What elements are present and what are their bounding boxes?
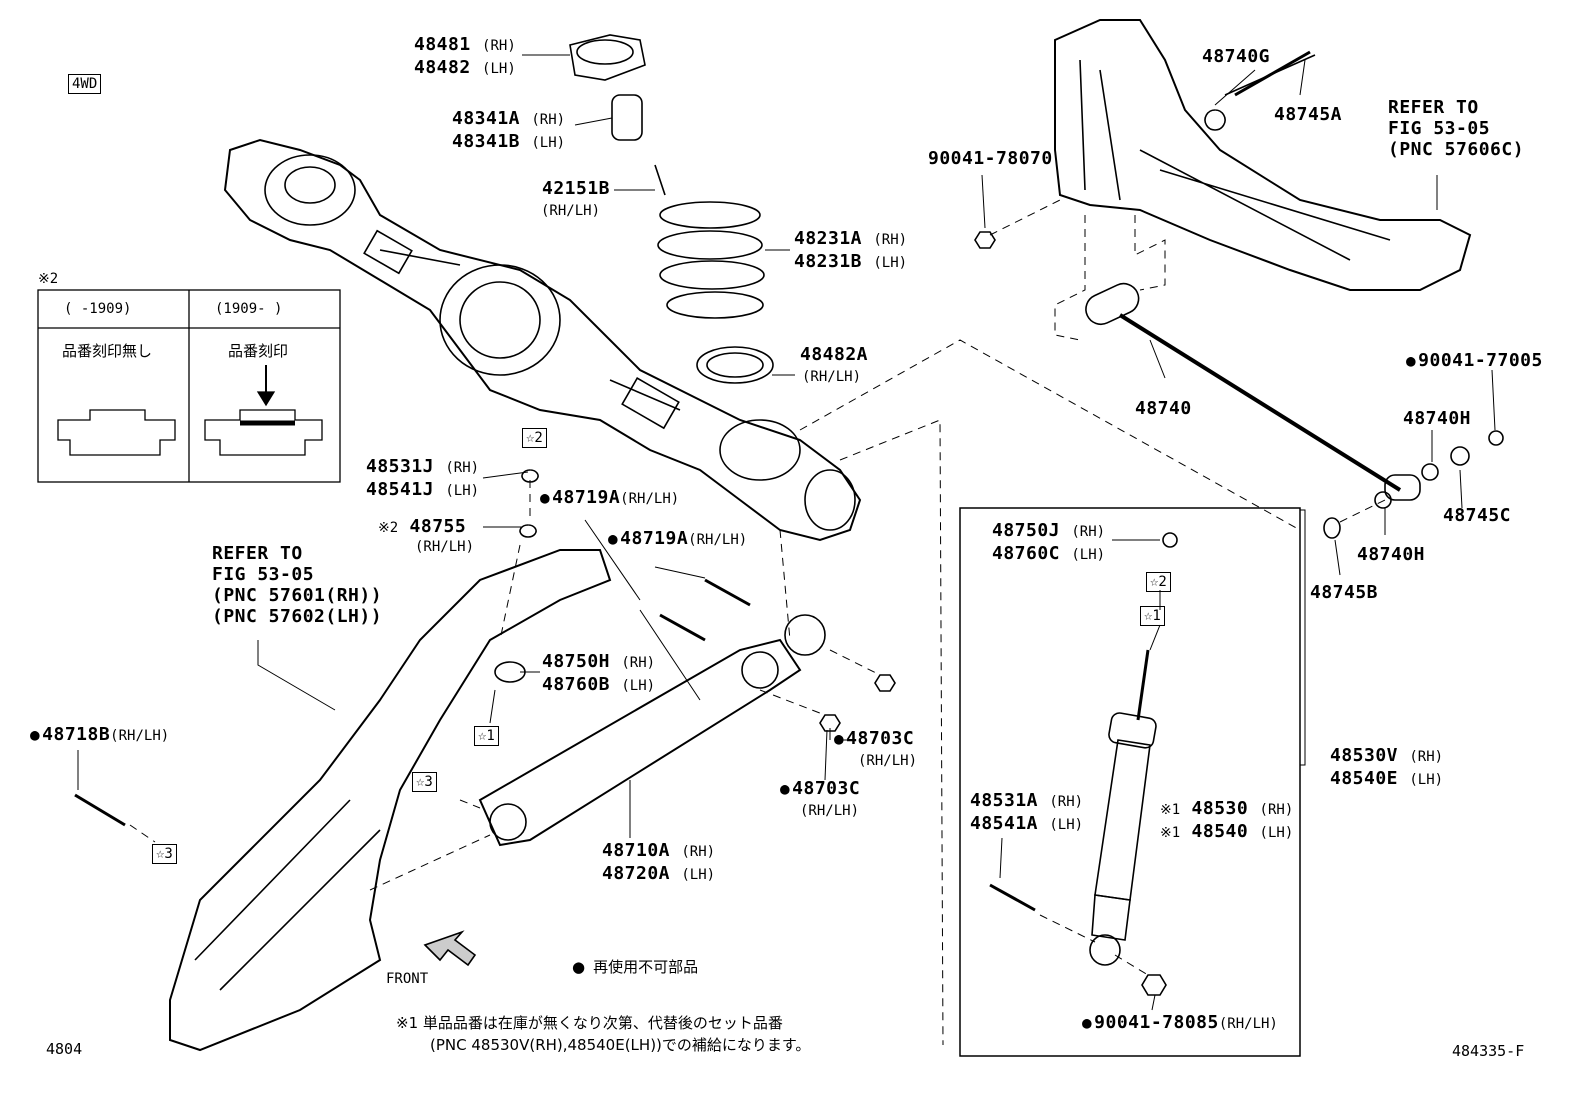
fasteners bbox=[74, 50, 1311, 827]
part-label: 48341A (RH)48341B (LH) bbox=[452, 108, 566, 152]
lower-control-arm bbox=[478, 614, 826, 847]
note2-col1-text: 品番刻印無し bbox=[62, 342, 153, 360]
part-label: 48750J (RH)48760C (LH) bbox=[992, 520, 1106, 564]
part-label: 48718B(RH/LH) bbox=[30, 724, 169, 747]
shock-absorber bbox=[989, 532, 1178, 996]
part-label: 90041-78085(RH/LH) bbox=[1082, 1012, 1278, 1035]
shock-assembly-box bbox=[959, 507, 1301, 1057]
dashed-lines bbox=[129, 199, 1386, 1046]
part-label: 48710A (RH)48720A (LH) bbox=[602, 840, 716, 884]
part-label: 42151B bbox=[542, 178, 611, 199]
part-suffix: (RH/LH) bbox=[858, 753, 918, 769]
star-marker: ☆3 bbox=[412, 772, 437, 792]
lateral-rod bbox=[1085, 54, 1504, 539]
star-marker: ☆2 bbox=[1146, 572, 1171, 592]
crossmember-bracket bbox=[1054, 19, 1472, 291]
part-label: 48750H (RH)48760B (LH) bbox=[542, 651, 656, 695]
footnote-line2: (PNC 48530V(RH),48540E(LH))での補給になります。 bbox=[430, 1036, 811, 1054]
part-label: 48740H bbox=[1403, 408, 1472, 429]
part-suffix: (RH/LH) bbox=[541, 203, 601, 219]
part-label: 48740H bbox=[1357, 544, 1426, 565]
star-marker: ☆1 bbox=[474, 726, 499, 746]
star-marker: ☆2 bbox=[522, 428, 547, 448]
part-label: 48745B bbox=[1310, 582, 1379, 603]
part-label: 48740G bbox=[1202, 46, 1271, 67]
note2-table bbox=[37, 289, 341, 483]
legend-bullet-text: ●再使用不可部品 bbox=[572, 958, 699, 976]
figure-code: 4804 bbox=[46, 1040, 83, 1058]
note2-marker: ※2 bbox=[38, 271, 59, 287]
part-label: 90041-78070 bbox=[928, 148, 1053, 169]
note2-col2-header: (1909- ) bbox=[215, 301, 283, 317]
part-label: 48745A bbox=[1274, 104, 1343, 125]
part-label: 48482A bbox=[800, 344, 869, 365]
part-label: 48740 bbox=[1135, 398, 1192, 419]
tag-4wd: 4WD bbox=[68, 74, 102, 94]
part-suffix: (RH/LH) bbox=[800, 803, 860, 819]
note2-col1-header: ( -1909) bbox=[64, 301, 132, 317]
illustration-code: 484335-F bbox=[1452, 1042, 1525, 1060]
part-suffix: (RH/LH) bbox=[415, 539, 475, 555]
part-label: 48530V (RH)48540E (LH) bbox=[1330, 745, 1444, 789]
front-label: FRONT bbox=[386, 971, 429, 987]
coil-spring-group bbox=[569, 34, 774, 384]
part-suffix: (RH/LH) bbox=[802, 369, 862, 385]
part-label: 48719A(RH/LH) bbox=[540, 487, 679, 510]
part-label: 48531J (RH)48541J (LH) bbox=[366, 456, 480, 500]
part-label: 48481 (RH)48482 (LH) bbox=[414, 34, 516, 78]
star-marker: ☆1 bbox=[1140, 606, 1165, 626]
axle-housing bbox=[223, 138, 862, 542]
part-label: 48745C bbox=[1443, 505, 1512, 526]
part-label: 48703C bbox=[834, 728, 914, 750]
part-label: 48231A (RH)48231B (LH) bbox=[794, 228, 908, 272]
star-marker: ☆3 bbox=[152, 844, 177, 864]
part-label: 90041-77005 bbox=[1406, 350, 1543, 372]
note2-col2-text: 品番刻印 bbox=[228, 342, 289, 360]
footnote-line1: ※1 単品品番は在庫が無くなり次第、代替後のセット品番 bbox=[396, 1014, 783, 1032]
frame-rail bbox=[169, 549, 612, 1052]
part-label: ※2 48755 bbox=[378, 516, 467, 537]
part-label: ※1 48530 (RH)※1 48540 (LH) bbox=[1160, 798, 1294, 842]
part-label: 48719A(RH/LH) bbox=[608, 528, 747, 551]
part-label: 48703C bbox=[780, 778, 860, 800]
part-label: 48531A (RH)48541A (LH) bbox=[970, 790, 1084, 834]
front-arrow-icon bbox=[423, 930, 477, 967]
